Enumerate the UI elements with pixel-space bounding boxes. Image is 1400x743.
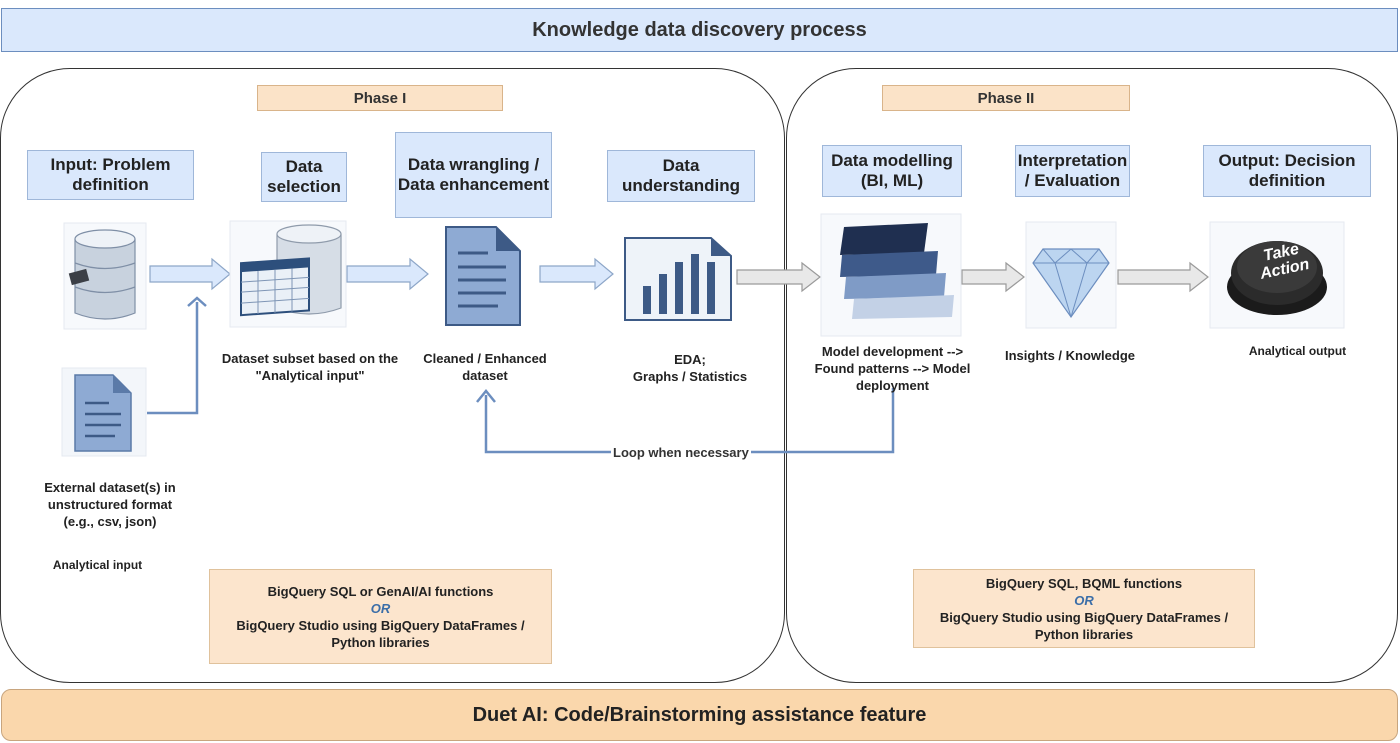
loop-back-line bbox=[484, 388, 895, 454]
phase-one-tools-line-2: BigQuery Studio using BigQuery DataFrame… bbox=[236, 617, 525, 650]
phase-two-container bbox=[786, 68, 1398, 683]
phase-one-tools-or: OR bbox=[370, 600, 391, 616]
phase-two-label: Phase II bbox=[882, 85, 1130, 111]
arrow-selection-to-wrangling bbox=[346, 257, 429, 291]
document-icon bbox=[437, 222, 527, 330]
database-icon bbox=[60, 220, 150, 332]
arrow-wrangling-to-understanding bbox=[539, 257, 614, 291]
stage-output-decision-definition: Output: Decision definition bbox=[1203, 145, 1371, 197]
arrow-interpretation-to-output bbox=[1117, 261, 1209, 293]
diagram-title: Knowledge data discovery process bbox=[1, 8, 1398, 52]
external-dataset-arrowhead bbox=[187, 296, 207, 307]
stage-data-wrangling: Data wrangling / Data enhancement bbox=[395, 132, 552, 218]
phase-one-tools-box: BigQuery SQL or GenAI/AI functions OR Bi… bbox=[209, 569, 552, 664]
stage-interpretation-evaluation: Interpretation / Evaluation bbox=[1015, 145, 1130, 197]
caption-interpretation: Insights / Knowledge bbox=[1004, 348, 1135, 363]
stage-input-problem-definition: Input: Problem definition bbox=[27, 150, 194, 200]
external-dataset-connector bbox=[147, 302, 199, 415]
stage-data-selection: Data selection bbox=[261, 152, 347, 202]
caption-data-modelling: Model development --> Found patterns -->… bbox=[814, 344, 971, 393]
analytical-input-note: Analytical input bbox=[52, 558, 143, 572]
arrow-understanding-to-modelling bbox=[736, 261, 821, 293]
bar-chart-document-icon bbox=[618, 225, 738, 325]
caption-output: Analytical output bbox=[1248, 344, 1347, 358]
arrow-modelling-to-interpretation bbox=[961, 261, 1025, 293]
stage-data-understanding: Data understanding bbox=[607, 150, 755, 202]
caption-data-selection: Dataset subset based on the "Analytical … bbox=[221, 351, 399, 383]
duet-ai-footer: Duet AI: Code/Brainstorming assistance f… bbox=[1, 689, 1398, 741]
model-shapes-icon bbox=[820, 213, 962, 337]
phase-one-label: Phase I bbox=[257, 85, 503, 111]
loop-back-arrowhead bbox=[476, 389, 496, 403]
phase-two-tools-line-1: BigQuery SQL, BQML functions bbox=[985, 575, 1183, 591]
arrow-input-to-selection bbox=[149, 257, 231, 291]
caption-external-dataset: External dataset(s) in unstructured form… bbox=[44, 480, 176, 529]
external-file-icon bbox=[60, 366, 148, 458]
phase-two-tools-line-2: BigQuery Studio using BigQuery DataFrame… bbox=[939, 609, 1229, 642]
phase-one-tools-line-1: BigQuery SQL or GenAI/AI functions bbox=[267, 583, 494, 599]
caption-data-understanding: EDA; Graphs / Statistics bbox=[632, 352, 748, 384]
diamond-icon bbox=[1024, 220, 1118, 330]
phase-two-tools-or: OR bbox=[1074, 592, 1094, 608]
caption-data-wrangling: Cleaned / Enhanced dataset bbox=[423, 351, 547, 383]
phase-one-container bbox=[0, 68, 785, 683]
phase-two-tools-box: BigQuery SQL, BQML functions OR BigQuery… bbox=[913, 569, 1255, 648]
take-action-button-icon bbox=[1208, 220, 1346, 330]
loop-label: Loop when necessary bbox=[611, 445, 751, 460]
stage-data-modelling: Data modelling (BI, ML) bbox=[822, 145, 962, 197]
dataset-table-icon bbox=[229, 220, 347, 328]
